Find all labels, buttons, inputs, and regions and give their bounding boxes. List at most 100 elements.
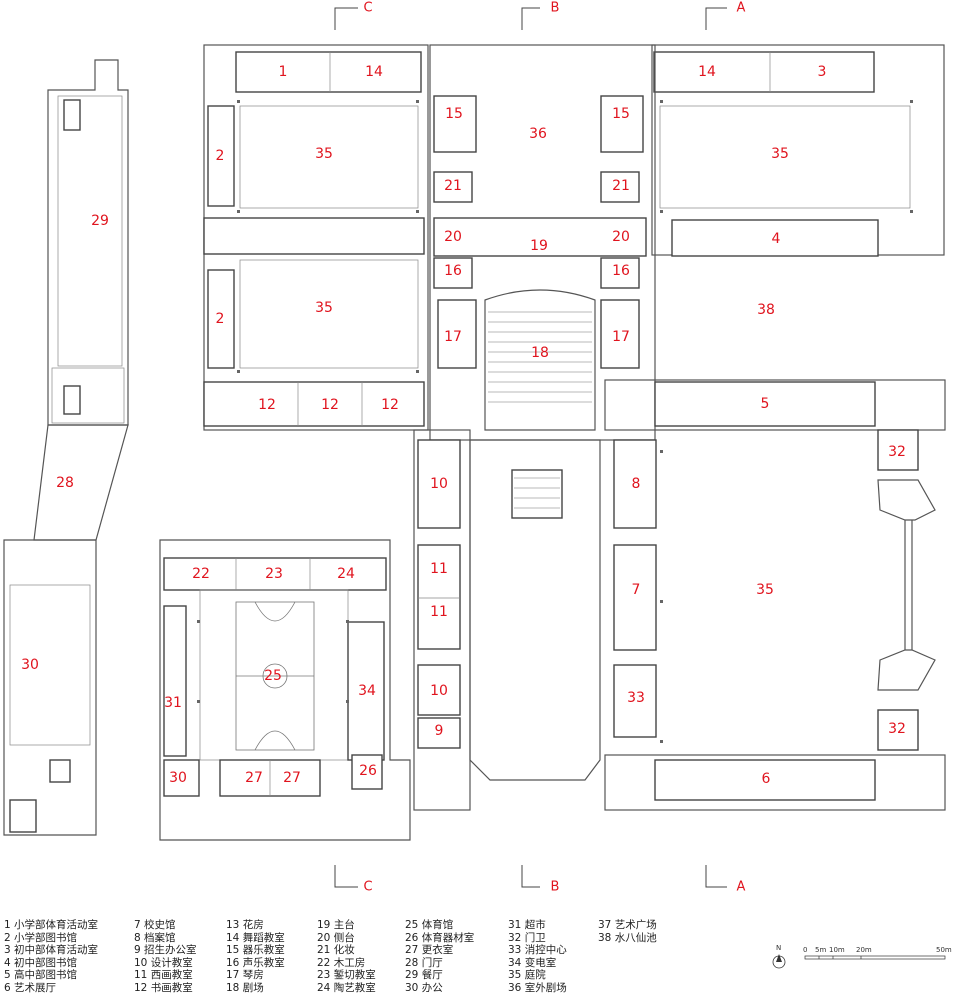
legend-item: 24 陶艺教室 — [317, 981, 376, 994]
legend-item: 7 校史馆 — [134, 919, 176, 931]
legend-item: 10 设计教室 — [134, 956, 193, 969]
scale-tick: 20m — [856, 946, 872, 954]
legend-item: 21 化妆 — [317, 944, 355, 957]
room-label: 2 — [216, 311, 225, 327]
legend-item: 32 门卫 — [508, 931, 546, 944]
legend-item: 4 初中部图书馆 — [4, 956, 78, 969]
main-stair — [514, 477, 560, 509]
room-label: 2 — [216, 148, 225, 164]
room-label: 21 — [444, 178, 462, 194]
legend-item: 2 小学部图书馆 — [4, 931, 78, 944]
legend-item: 17 琴房 — [226, 969, 264, 982]
legend-item: 15 器乐教室 — [226, 944, 285, 957]
room-label: 24 — [337, 566, 355, 582]
room-label: 27 — [245, 770, 263, 786]
room-label: 12 — [321, 397, 339, 413]
room-label: 7 — [632, 582, 641, 598]
section-markers: C B A C B A — [334, 1, 746, 895]
legend-item: 35 庭院 — [508, 969, 546, 982]
room-label: 5 — [761, 396, 770, 412]
west-classroom-strip — [413, 429, 471, 811]
legend-col-5: 25 体育馆 26 体育器材室 27 更衣室 28 门厅 29 餐厅 30 办公 — [405, 919, 474, 995]
room-labels: 1 14 14 3 15 36 15 2 35 35 21 21 29 20 1… — [21, 64, 906, 787]
legend-item: 9 招生办公室 — [134, 944, 197, 957]
room-label: 31 — [164, 695, 182, 711]
central-block — [429, 44, 656, 781]
scale-tick: 10m — [829, 946, 845, 954]
legend-item: 8 档案馆 — [134, 931, 176, 944]
section-b-top: B — [551, 1, 560, 16]
legend-item: 20 侧台 — [317, 931, 355, 944]
legend-col-4: 19 主台 20 侧台 21 化妆 22 木工房 23 錾切教室 24 陶艺教室 — [317, 919, 376, 995]
room-label: 4 — [772, 231, 781, 247]
room-label: 30 — [21, 657, 39, 673]
room-label: 33 — [627, 690, 645, 706]
scale-tick: 0 — [803, 946, 807, 954]
legend-item: 5 高中部图书馆 — [4, 969, 78, 982]
room-label: 19 — [530, 238, 548, 254]
room-label: 16 — [612, 263, 630, 279]
section-a-top: A — [737, 1, 746, 16]
legend-item: 11 西画教室 — [134, 969, 193, 982]
legend-item: 22 木工房 — [317, 956, 366, 969]
room-label: 38 — [757, 302, 775, 318]
room-label: 36 — [529, 126, 547, 142]
room-label: 6 — [762, 771, 771, 787]
legend-item: 29 餐厅 — [405, 969, 443, 982]
legend-item: 6 艺术展厅 — [4, 981, 57, 994]
north-west-block — [203, 44, 429, 431]
room-label: 11 — [430, 604, 448, 620]
legend-item: 12 书画教室 — [134, 981, 193, 994]
room-label: 35 — [771, 146, 789, 162]
room-label: 3 — [818, 64, 827, 80]
room-label: 20 — [444, 229, 462, 245]
room-label: 12 — [381, 397, 399, 413]
room-label: 17 — [444, 329, 462, 345]
room-label: 9 — [435, 723, 444, 739]
room-label: 35 — [756, 582, 774, 598]
room-label: 22 — [192, 566, 210, 582]
north-label: N — [776, 944, 781, 952]
room-label: 35 — [315, 300, 333, 316]
section-c-bottom: C — [363, 880, 372, 895]
legend-item: 1 小学部体育活动室 — [4, 919, 99, 931]
room-label: 23 — [265, 566, 283, 582]
room-label: 15 — [445, 106, 463, 122]
legend-item: 31 超市 — [508, 919, 546, 931]
room-label: 29 — [91, 213, 109, 229]
legend-item: 26 体育器材室 — [405, 931, 475, 944]
legend-item: 33 消控中心 — [508, 944, 567, 957]
room-label: 11 — [430, 561, 448, 577]
legend-item: 14 舞蹈教室 — [226, 931, 285, 944]
room-label: 10 — [430, 683, 448, 699]
section-c-top: C — [363, 1, 372, 16]
legend-item: 19 主台 — [317, 919, 355, 931]
legend-item: 37 艺术广场 — [598, 919, 657, 931]
legend-item: 28 门厅 — [405, 956, 443, 969]
room-label: 10 — [430, 476, 448, 492]
scale-tick: 50m — [936, 946, 952, 954]
legend-col-1: 1 小学部体育活动室 2 小学部图书馆 3 初中部体育活动室 4 初中部图书馆 … — [4, 919, 98, 995]
legend-item: 30 办公 — [405, 981, 443, 994]
room-label: 28 — [56, 475, 74, 491]
gym-block — [159, 539, 411, 841]
legend-item: 38 水八仙池 — [598, 931, 657, 944]
room-label: 32 — [888, 444, 906, 460]
room-label: 34 — [358, 683, 376, 699]
scale-tick: 5m — [815, 946, 826, 954]
legend-item: 23 錾切教室 — [317, 969, 376, 982]
legend-item: 34 变电室 — [508, 956, 557, 969]
room-label: 30 — [169, 770, 187, 786]
legend-col-3: 13 花房 14 舞蹈教室 15 器乐教室 16 声乐教室 17 琴房 18 剧… — [226, 919, 285, 995]
legend-item: 36 室外剧场 — [508, 981, 567, 994]
legend-item: 16 声乐教室 — [226, 956, 285, 969]
room-label: 21 — [612, 178, 630, 194]
east-wing — [604, 379, 946, 811]
room-label: 27 — [283, 770, 301, 786]
scale-bar: N 0 5m 10m 20m 50m — [772, 944, 952, 969]
room-label: 16 — [444, 263, 462, 279]
room-label: 15 — [612, 106, 630, 122]
legend-item: 3 初中部体育活动室 — [4, 944, 99, 957]
legend-item: 13 花房 — [226, 919, 264, 931]
